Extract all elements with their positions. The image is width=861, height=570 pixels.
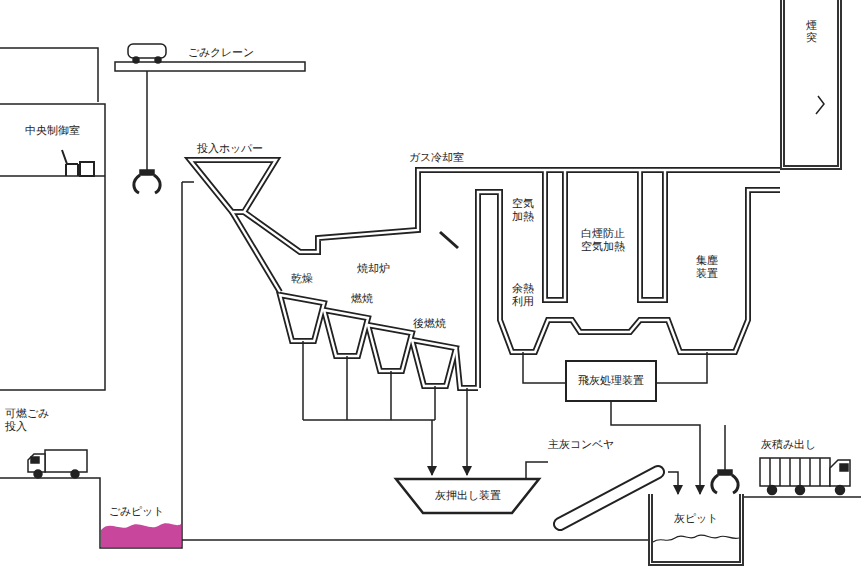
belt-outer [560, 472, 658, 524]
part-label: 余熱利用 [511, 283, 535, 308]
ash-lines [303, 341, 707, 475]
part-label: 白煙防止空気加熱 [580, 228, 626, 253]
node-label: 灰押出し装置 [435, 489, 501, 502]
connector [668, 472, 678, 494]
waste-crane [115, 44, 305, 193]
node-label: 煙突 [806, 20, 817, 44]
ash-pit: 灰ピット [648, 494, 744, 566]
waste-in-pit [101, 523, 181, 547]
part-label: ガス冷却室 [408, 151, 465, 164]
ash-surface [653, 535, 739, 542]
ash-truck [760, 458, 850, 495]
part-label: 空気加熱 [511, 198, 535, 223]
ash-crane [712, 425, 738, 493]
node-label: 飛灰処理装置 [578, 374, 644, 387]
part-label: 可燃ごみ投入 [4, 408, 50, 433]
process-box: 飛灰処理装置 [565, 360, 657, 402]
node-label: 灰ピット [674, 512, 718, 525]
part-label: 灰積み出し [760, 438, 817, 451]
ash-extruder: 灰押出し装置 [395, 478, 540, 514]
part-label: 焼却炉 [356, 262, 391, 275]
extruder-shape [396, 479, 539, 513]
control-room-chair [62, 150, 94, 176]
belt-inner [560, 472, 658, 524]
part-label: 集塵装置 [695, 255, 719, 280]
part-label: 中央制御室 [24, 124, 81, 137]
part-label: 投入ホッパー [196, 142, 264, 155]
part-label: ごみピット [108, 505, 165, 518]
building-lines [0, 48, 861, 548]
smoke-mark [816, 96, 824, 114]
connector [526, 462, 548, 478]
garbage-truck [28, 450, 87, 478]
chimney: 煙突 [780, 0, 842, 170]
node-label: 主灰コンベヤ [548, 438, 614, 451]
part-label: 燃焼 [350, 292, 374, 305]
part-label: 後燃焼 [412, 317, 447, 330]
part-label: 乾燥 [290, 272, 314, 285]
ash-heap [653, 494, 739, 561]
plant-walls [190, 160, 780, 388]
part-label: ごみクレーン [187, 46, 255, 59]
